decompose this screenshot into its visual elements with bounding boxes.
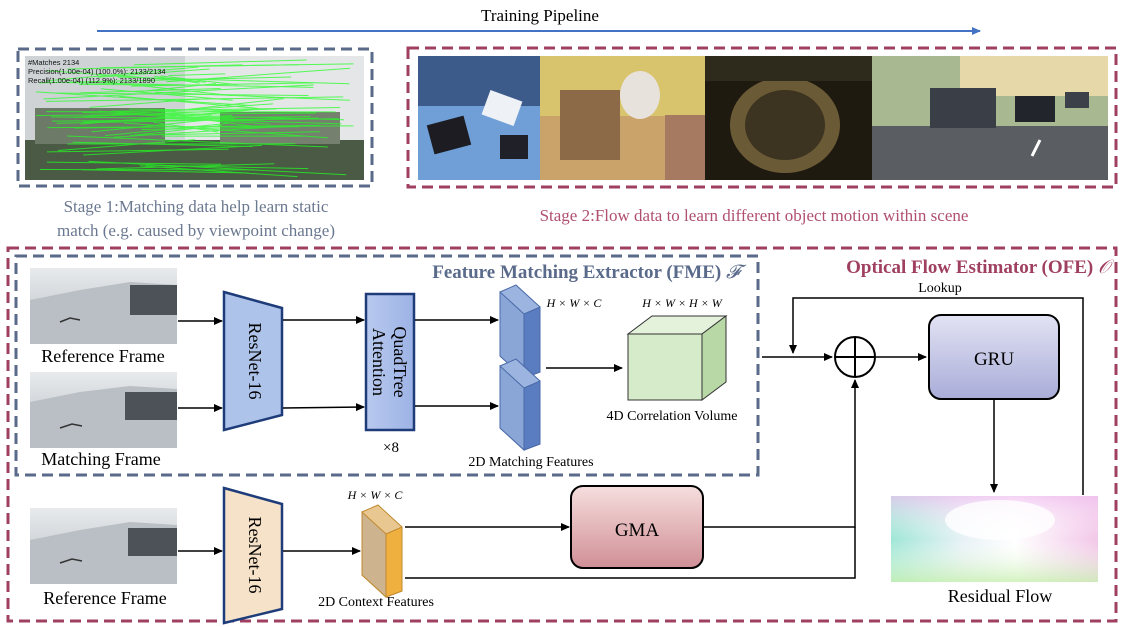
lookup-loop-arrow: [789, 297, 1084, 495]
match-line: [154, 75, 200, 84]
reference-frame-image: [30, 268, 177, 344]
stage1-overlay-line-2: Precision(1.00e-04) (100.0%): 2133/2134: [28, 67, 166, 76]
stage1-matching-image: [25, 56, 364, 180]
gma-label: GMA: [615, 520, 660, 541]
feature-dim-label: H × W × C: [546, 296, 603, 310]
residual-flow-label: Residual Flow: [948, 586, 1053, 606]
match-line: [145, 164, 309, 170]
gma-block: [570, 485, 704, 569]
match-line: [118, 95, 259, 109]
stage1-overlay-line-3: Recall(1.00e-04) (112.9%): 2133/1890: [28, 76, 155, 85]
match-line: [171, 98, 284, 112]
stage2-caption: Stage 2:Flow data to learn different obj…: [540, 206, 969, 225]
corr-dim-label: H × W × H × W: [641, 296, 723, 310]
match-line: [46, 161, 222, 165]
context-features-label: 2D Context Features: [318, 595, 434, 610]
match-line: [123, 122, 328, 139]
stage2-flow-images: [418, 56, 1108, 180]
matching-frame-label: Matching Frame: [41, 449, 160, 469]
stage2-box: [406, 46, 1118, 189]
matching-feature-map-2: [499, 358, 541, 452]
correlation-volume-cube: [626, 315, 728, 401]
matching-features-label: 2D Matching Features: [468, 455, 593, 470]
lookup-label: Lookup: [918, 281, 962, 296]
context-reference-frame-label: Reference Frame: [43, 588, 166, 608]
match-line: [81, 169, 249, 174]
context-resnet-block: [222, 486, 284, 625]
ofe-box: [6, 246, 1118, 623]
match-line: [141, 126, 300, 131]
arrow-gma-to-sum: [704, 379, 859, 528]
repeat-label: ×8: [383, 440, 399, 456]
stage1-caption-line-2: match (e.g. caused by viewpoint change): [57, 221, 335, 240]
match-line: [160, 75, 238, 86]
context-resnet-label: ResNet-16: [245, 517, 265, 594]
match-line: [110, 107, 340, 112]
match-line: [91, 108, 277, 117]
match-line: [46, 66, 199, 82]
match-line: [161, 112, 212, 116]
corr-volume-label: 4D Correlation Volume: [607, 409, 738, 424]
residual-flow-image: [891, 496, 1098, 582]
match-line: [155, 91, 350, 101]
match-line: [39, 76, 292, 84]
arrow-context-to-sum: [405, 527, 856, 579]
match-line: [79, 88, 221, 94]
gru-block: [928, 314, 1060, 400]
context-reference-frame-image: [30, 508, 177, 584]
match-line: [36, 112, 317, 117]
stage1-caption-line-1: Stage 1:Matching data help learn static: [64, 197, 329, 216]
match-lines: [35, 59, 354, 178]
quadtree-label: QuadTreeAttention: [369, 326, 410, 397]
match-line: [100, 63, 354, 69]
match-line: [145, 117, 342, 125]
matching-feature-map-1: [499, 284, 541, 380]
match-line: [47, 125, 354, 129]
fme-resnet-block: [222, 290, 284, 432]
reference-frame-label: Reference Frame: [41, 346, 164, 366]
matching-frame-image: [30, 372, 177, 448]
match-line: [47, 148, 229, 153]
match-line: [51, 118, 339, 122]
stage1-box: [16, 47, 374, 188]
match-line: [131, 82, 313, 87]
match-line: [129, 124, 223, 137]
match-line: [43, 84, 314, 100]
match-line: [139, 165, 298, 178]
fme-title: Feature Matching Extractor (FME) 𝓕: [432, 262, 747, 283]
match-line: [53, 92, 309, 97]
match-line: [133, 59, 307, 66]
fme-resnet-label: ResNet-16: [245, 323, 265, 400]
match-line: [67, 135, 328, 148]
match-line: [58, 139, 196, 152]
quadtree-attention-block: [364, 292, 416, 432]
match-line: [88, 160, 347, 176]
match-line: [168, 73, 226, 77]
match-line: [113, 126, 273, 138]
pipeline-title: Training Pipeline: [481, 6, 599, 25]
match-line: [83, 114, 233, 123]
match-line: [89, 98, 201, 108]
fme-box: [14, 254, 760, 477]
match-line: [117, 76, 350, 85]
stage1-overlay-line-1: #Matches 2134: [28, 58, 79, 67]
match-line: [158, 112, 262, 128]
ofe-title: Optical Flow Estimator (OFE) 𝒪: [846, 257, 1115, 278]
context-feature-map: [361, 504, 403, 599]
gru-label: GRU: [974, 349, 1014, 370]
match-line: [91, 118, 213, 133]
match-line: [140, 131, 321, 136]
context-dim-label: H × W × C: [347, 488, 404, 502]
arrow-resnet-to-quadtree-2: [282, 403, 365, 412]
